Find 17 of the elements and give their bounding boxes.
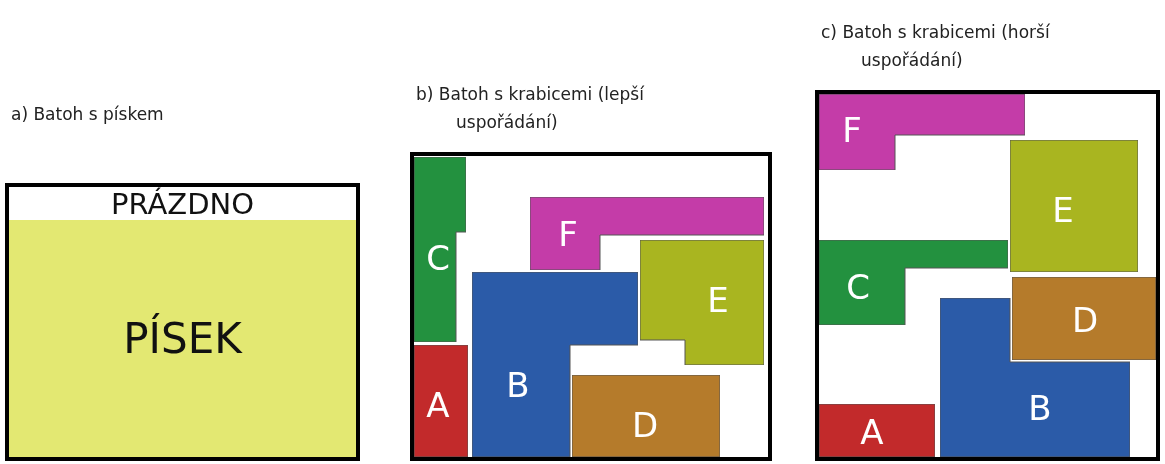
box-letter: B — [1028, 391, 1052, 425]
box-letter: A — [860, 415, 884, 449]
box-letter: D — [631, 408, 659, 442]
box-letter: D — [1071, 303, 1099, 337]
box-letter: B — [506, 368, 530, 402]
box-letter: F — [558, 217, 578, 251]
sand-fill — [9, 220, 356, 457]
panel-title: a) Batoh s pískem — [11, 103, 165, 126]
box-letter: A — [426, 388, 450, 422]
box-letter: E — [707, 283, 729, 317]
panel-title: c) Batoh s krabicemi (horší uspořádání) — [821, 21, 1051, 72]
box-letter: C — [426, 241, 450, 275]
box-letter: C — [846, 270, 870, 304]
panel-title: b) Batoh s krabicemi (lepší uspořádání) — [416, 83, 645, 134]
box-letter: E — [1052, 193, 1074, 227]
empty-space-label: PRÁZDNO — [111, 189, 254, 218]
box-letter: F — [842, 113, 862, 147]
